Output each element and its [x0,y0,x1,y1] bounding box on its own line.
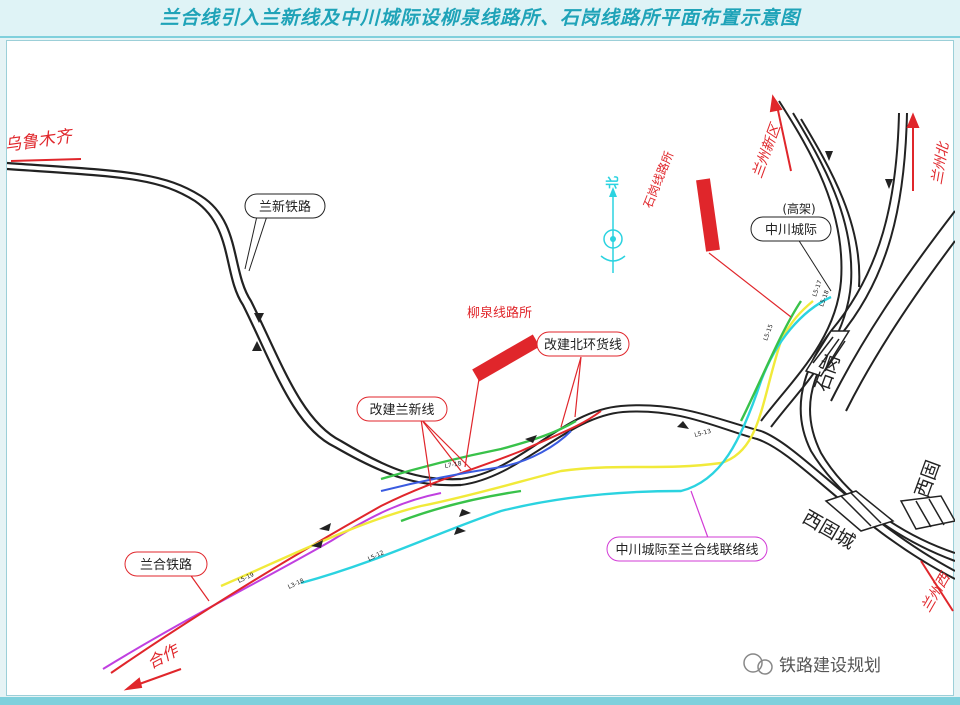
rebuild-lanxin-label: 改建兰新线 [369,402,434,418]
shigang-platform [804,330,851,377]
callout-lines [420,252,792,488]
shigang-station-label: 石岗线路所 [640,149,676,210]
red-track [110,410,602,674]
liuquan-station-label: 柳泉线路所 [467,305,532,321]
rebuild-beihuan-callout: 改建北环货线 [536,331,630,357]
zhongchuan-label: 中川城际 [765,223,817,238]
track-map: L7-18 L5-13 L5-18 L5-17 L5-15 L5-19 L3-1… [3,94,957,691]
north-label: 北 [606,176,621,189]
switch-label: L5-15 [762,323,774,342]
hezuo-label: 合作 [144,639,184,672]
map-canvas: L7-18 L5-13 L5-18 L5-17 L5-15 L5-19 L3-1… [3,40,957,696]
switch-label: L5-13 [694,428,712,439]
lanxin-railway-callout: 兰新铁路 [244,193,326,219]
switch-label: L5-12 [367,549,385,563]
watermark-label: 铁路建设规划 [779,656,881,676]
urumqi-label: 乌鲁木齐 [7,126,76,156]
shigang-station-block [696,178,720,252]
lanxin-railway-label: 兰新铁路 [259,199,311,215]
xigucheng-platform [824,490,895,532]
rebuild-lanxin-callout: 改建兰新线 [356,396,448,422]
lanhe-callout-lines [188,572,210,602]
lanhe-railway-callout: 兰合铁路 [124,551,208,577]
bottom-bar [0,697,960,705]
liuquan-station-block [472,334,540,382]
yellow-track [220,300,814,588]
blue-track [380,430,572,492]
zhongchuan-intercity-track [760,100,861,428]
purple-track [102,492,442,670]
switch-label: L5-19 [237,571,255,585]
direction-red-arrows [10,94,954,691]
lanzhou-north-label: 兰州北 [929,140,952,186]
switch-label: L3-18 [287,577,305,591]
zhongchuan-callout: 中川城际 [750,216,832,242]
green-track [380,300,802,523]
lanxin-main-track [6,161,462,487]
elevated-label: (高架) [782,201,815,216]
xigu-platform [899,495,957,530]
zhongchuan-link-label: 中川城际至兰合线联络线 [615,542,758,558]
lanhe-railway-label: 兰合铁路 [140,557,192,573]
north-arrow: 北 [600,176,626,273]
xigu-label: 西固 [911,457,945,500]
switch-label: L7-18 [444,460,462,470]
page-title: 兰合线引入兰新线及中川城际设柳泉线路所、石岗线路所平面布置示意图 [159,7,800,29]
zhongchuan-link-callout: 中川城际至兰合线联络线 [606,536,768,562]
title-bar: 兰合线引入兰新线及中川城际设柳泉线路所、石岗线路所平面布置示意图 [0,0,960,38]
watermark: 铁路建设规划 [743,653,881,676]
direction-arrows [252,151,893,548]
zhongchuan-callout-lines [244,215,832,292]
lanzhou-new-area-label: 兰州新区 [750,120,785,180]
rebuild-beihuan-label: 改建北环货线 [544,337,622,353]
